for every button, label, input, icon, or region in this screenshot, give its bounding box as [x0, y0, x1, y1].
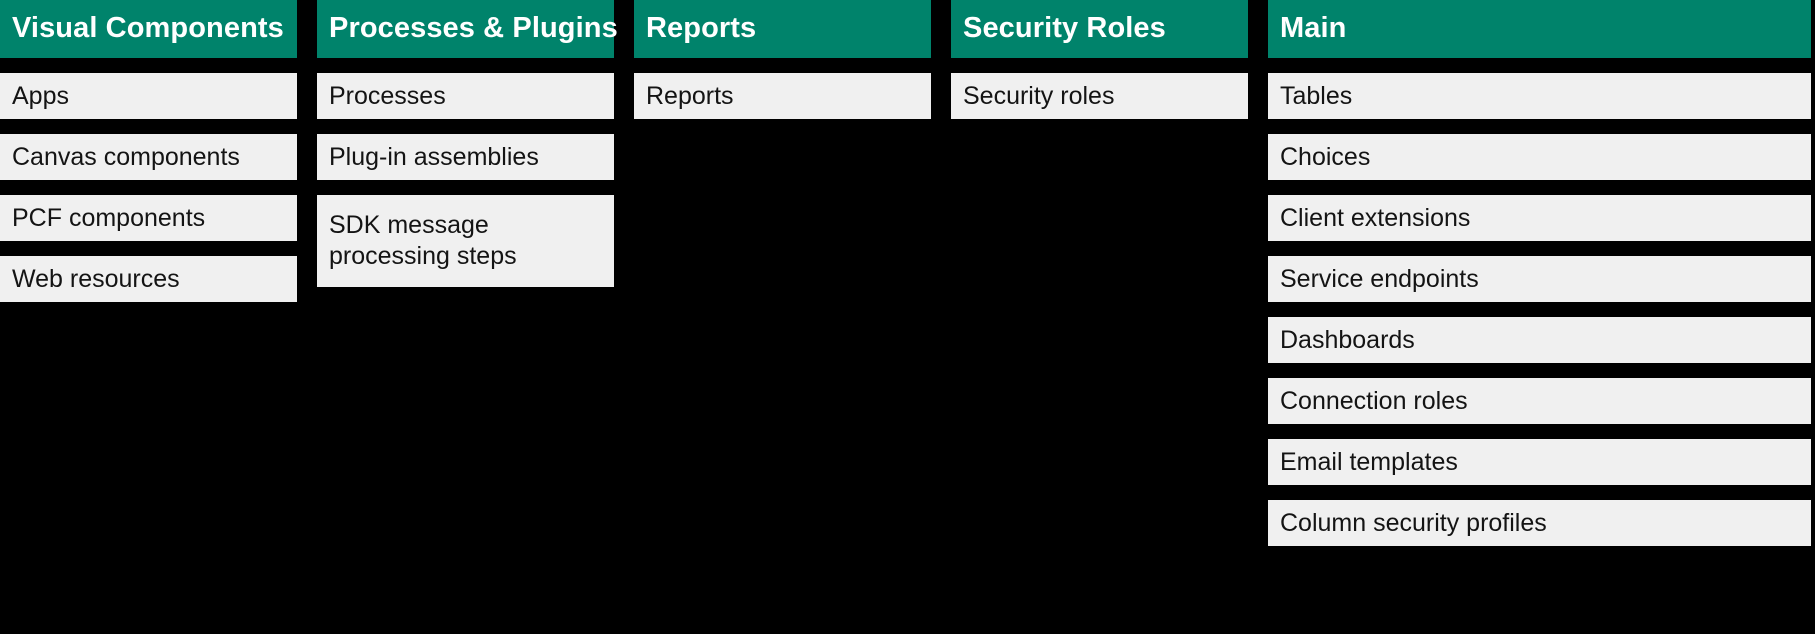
- column-header-visual-components[interactable]: Visual Components: [0, 0, 297, 58]
- component-item[interactable]: Service endpoints: [1268, 256, 1811, 302]
- component-item[interactable]: Web resources: [0, 256, 297, 302]
- component-item[interactable]: Apps: [0, 73, 297, 119]
- component-item[interactable]: Processes: [317, 73, 614, 119]
- component-item[interactable]: Choices: [1268, 134, 1811, 180]
- component-item[interactable]: Client extensions: [1268, 195, 1811, 241]
- column-header-reports[interactable]: Reports: [634, 0, 931, 58]
- component-item[interactable]: Reports: [634, 73, 931, 119]
- component-item[interactable]: SDK message processing steps: [317, 195, 614, 287]
- component-item[interactable]: Security roles: [951, 73, 1248, 119]
- column-header-processes-and-plugins[interactable]: Processes & Plugins: [317, 0, 618, 58]
- component-item[interactable]: Email templates: [1268, 439, 1811, 485]
- component-item[interactable]: Tables: [1268, 73, 1811, 119]
- component-item[interactable]: Plug-in assemblies: [317, 134, 614, 180]
- component-item[interactable]: Canvas components: [0, 134, 297, 180]
- component-item[interactable]: Connection roles: [1268, 378, 1811, 424]
- column-header-security-roles[interactable]: Security Roles: [951, 0, 1248, 58]
- column-items-security-roles: Security roles: [951, 73, 1248, 119]
- column-items-reports: Reports: [634, 73, 931, 119]
- component-item[interactable]: Column security profiles: [1268, 500, 1811, 546]
- column-header-main[interactable]: Main: [1268, 0, 1811, 58]
- component-item[interactable]: Dashboards: [1268, 317, 1811, 363]
- component-item[interactable]: PCF components: [0, 195, 297, 241]
